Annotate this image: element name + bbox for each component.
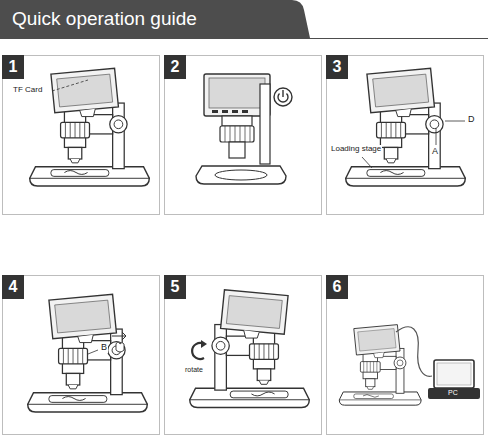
part-label: B bbox=[100, 343, 108, 353]
part-label: A bbox=[431, 147, 439, 157]
step-panel: 3 bbox=[326, 55, 484, 215]
part-label: D bbox=[467, 115, 476, 125]
part-label: Loading stage bbox=[330, 145, 382, 154]
step-number: 6 bbox=[326, 275, 348, 299]
step-number: 1 bbox=[2, 55, 24, 79]
step-panel: 6 bbox=[326, 275, 484, 435]
step-number: 4 bbox=[2, 275, 24, 299]
step-number: 2 bbox=[164, 55, 186, 79]
guide-title: Quick operation guide bbox=[12, 8, 197, 30]
step-panel: 4 bbox=[2, 275, 160, 435]
step-panel: 2 bbox=[164, 55, 322, 215]
step-number: 3 bbox=[326, 55, 348, 79]
device-label: PC bbox=[447, 389, 459, 397]
step-number: 5 bbox=[164, 275, 186, 299]
part-label: rotate bbox=[184, 366, 204, 374]
step-panel: 5 bbox=[164, 275, 322, 435]
part-label: TF Card bbox=[12, 86, 43, 95]
step-panel: 1 bbox=[2, 55, 160, 215]
